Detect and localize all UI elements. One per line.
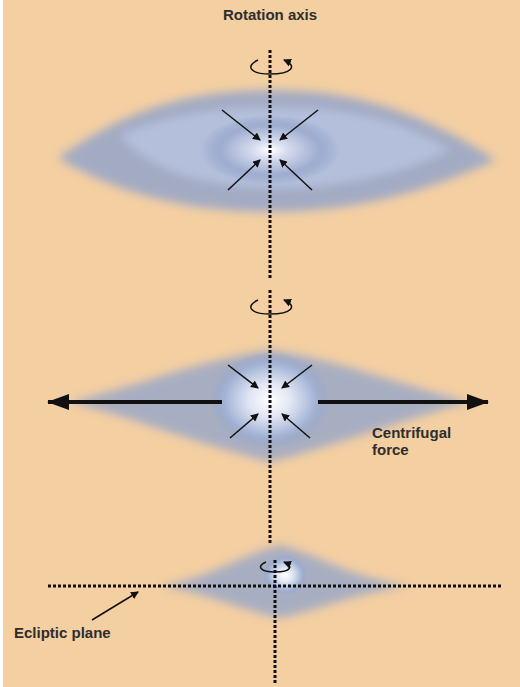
rotation-arrow [251, 60, 292, 74]
label-text: Centrifugal force [372, 424, 484, 458]
centrifugal-arrow [48, 400, 222, 404]
ecliptic-line [48, 585, 502, 588]
rotation-axis [269, 50, 272, 278]
inward-arrows [222, 110, 318, 190]
inward-arrows [228, 365, 312, 438]
leader-line [92, 592, 138, 620]
bottom-disk [160, 545, 410, 618]
rotation-axis [274, 560, 277, 683]
centrifugal-arrow [318, 400, 488, 404]
rotation-arrow [260, 562, 289, 572]
left-border [0, 0, 3, 687]
label-text: Ecliptic plane [14, 624, 114, 641]
rotation-arrow [251, 300, 292, 314]
label-text: Rotation axis [222, 6, 318, 23]
rotation-axis [269, 290, 272, 545]
top-cloud [58, 90, 496, 212]
